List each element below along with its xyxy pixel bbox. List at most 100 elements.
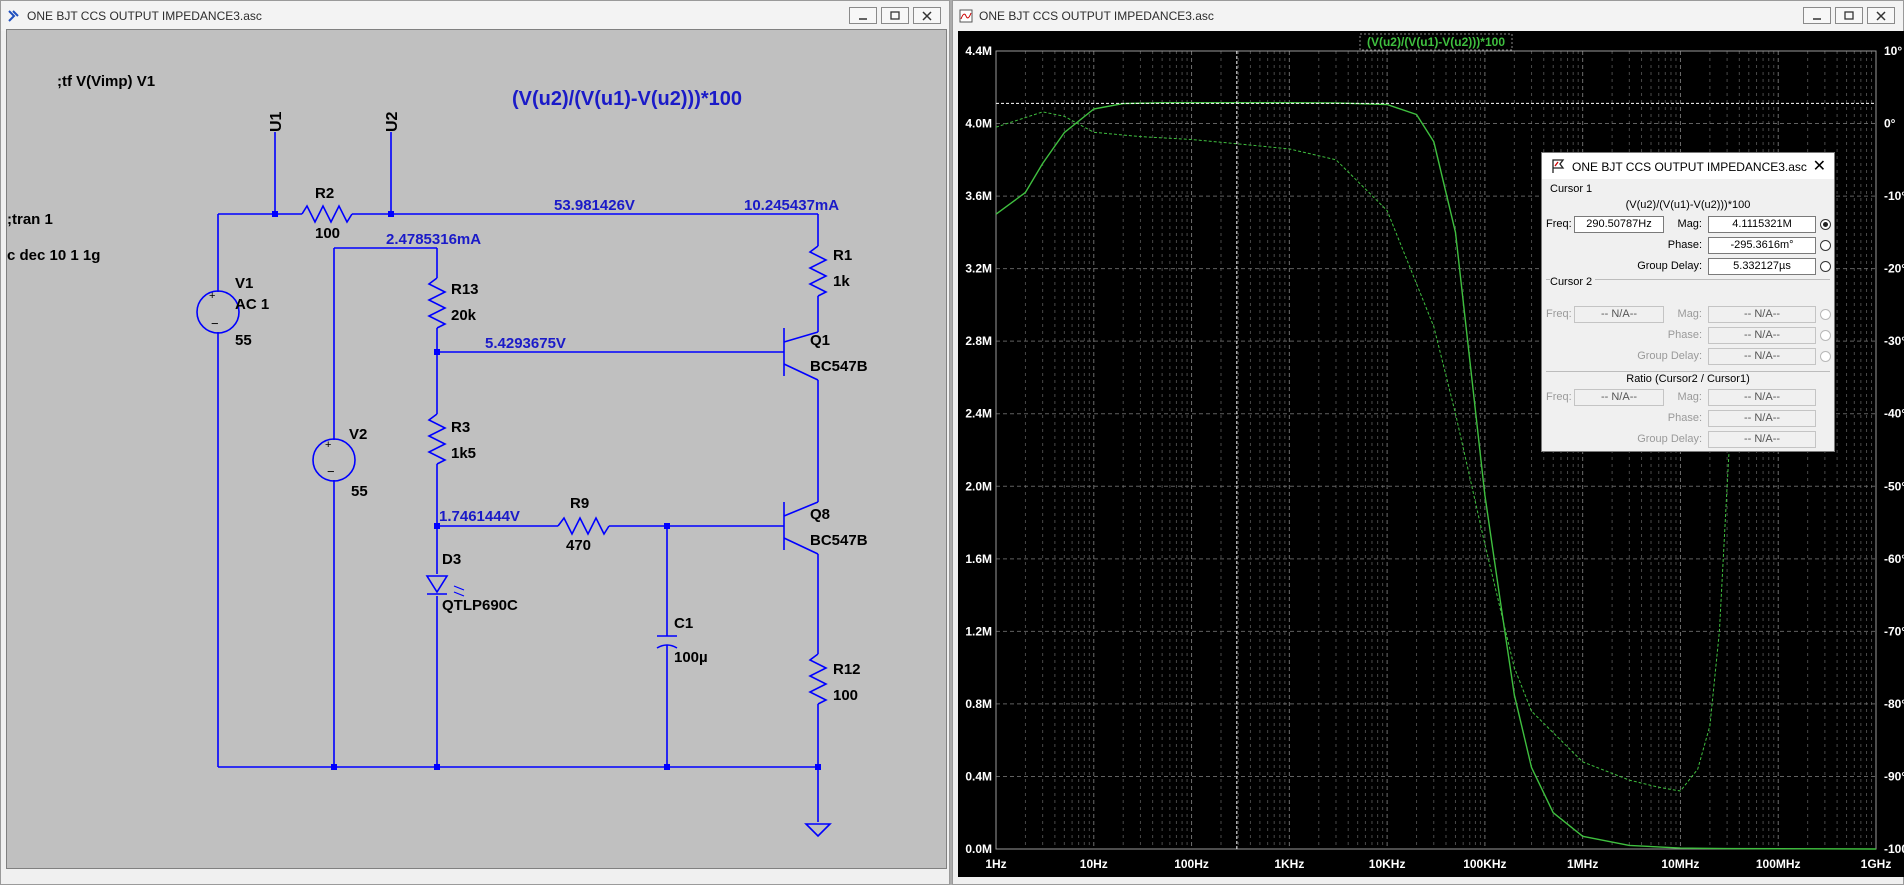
schematic-canvas[interactable]: + − + − ;tf V(Vimp) V1 ;tran 1 c dec 10 …	[6, 29, 947, 869]
r2-name[interactable]: R2	[315, 185, 334, 202]
y-tick-label: 4.0M	[965, 117, 992, 131]
phase-tick-label: -90°	[1884, 769, 1904, 783]
magnitude-trace	[995, 101, 1877, 850]
r12-name[interactable]: R12	[833, 661, 861, 678]
close-button[interactable]	[1867, 7, 1895, 24]
cursor1-mag-field[interactable]: 4.1115321M	[1708, 216, 1816, 233]
cursor1-gd-field[interactable]: 5.332127µs	[1708, 258, 1816, 275]
maximize-button[interactable]	[881, 7, 909, 24]
svg-text:+: +	[209, 290, 215, 302]
r2-value[interactable]: 100	[315, 225, 340, 242]
r9-name[interactable]: R9	[570, 495, 589, 512]
phase-tick-label: -10°	[1884, 189, 1904, 203]
trace-label-box	[1359, 33, 1513, 51]
y-tick-label: 3.6M	[965, 189, 992, 203]
q8-name[interactable]: Q8	[810, 506, 830, 523]
r12-value[interactable]: 100	[833, 687, 858, 704]
svg-text:−: −	[327, 464, 335, 479]
phase-trace	[995, 111, 1740, 792]
minimize-icon	[1813, 17, 1821, 20]
x-tick-label: 10MHz	[1661, 857, 1699, 871]
cursor2-freq-field[interactable]: -- N/A--	[1574, 306, 1664, 323]
tf-directive[interactable]: ;tf V(Vimp) V1	[57, 73, 155, 90]
schematic-titlebar[interactable]: ONE BJT CCS OUTPUT IMPEDANCE3.asc	[1, 1, 949, 31]
ratio-freq-field[interactable]: -- N/A--	[1574, 389, 1664, 406]
close-button[interactable]	[913, 7, 941, 24]
cursor2-gd-field[interactable]: -- N/A--	[1708, 348, 1816, 365]
waveform-title: ONE BJT CCS OUTPUT IMPEDANCE3.asc	[979, 9, 1214, 23]
cursor1-mag-label: Mag:	[1677, 218, 1702, 230]
v1-ac[interactable]: AC 1	[235, 296, 269, 313]
cursor2-phase-field[interactable]: -- N/A--	[1708, 327, 1816, 344]
x-tick-label: 10Hz	[1080, 857, 1108, 871]
schematic-title: ONE BJT CCS OUTPUT IMPEDANCE3.asc	[27, 9, 262, 23]
d3-name[interactable]: D3	[442, 551, 461, 568]
ratio-freq-label: Freq:	[1546, 391, 1572, 403]
ratio-label: Ratio (Cursor2 / Cursor1)	[1626, 373, 1750, 385]
probe-u2-label[interactable]: U2	[384, 111, 401, 132]
c1-value[interactable]: 100µ	[674, 649, 708, 666]
plot-cursor[interactable]	[996, 51, 1876, 849]
r1-name[interactable]: R1	[833, 247, 852, 264]
ltspice-app-icon	[8, 10, 19, 22]
y-tick-label: 0.8M	[965, 697, 992, 711]
minimize-button[interactable]	[1803, 7, 1831, 24]
r13-value[interactable]: 20k	[451, 307, 477, 324]
v2-value[interactable]: 55	[351, 483, 368, 500]
phase-tick-label: -50°	[1884, 479, 1904, 493]
cursor1-gd-radio[interactable]	[1820, 261, 1831, 272]
cursor1-phase-field[interactable]: -295.3616m°	[1708, 237, 1816, 254]
x-tick-label: 1GHz	[1861, 857, 1892, 871]
ratio-phase-field[interactable]: -- N/A--	[1708, 410, 1816, 427]
cursor2-gd-radio[interactable]	[1820, 351, 1831, 362]
close-icon[interactable]: ✕	[1812, 158, 1826, 175]
schematic-drawing: + − + − ;tf V(Vimp) V1 ;tran 1 c dec 10 …	[7, 73, 868, 838]
r3-value[interactable]: 1k5	[451, 445, 476, 462]
cursor1-phase-radio[interactable]	[1820, 240, 1831, 251]
q1-value[interactable]: BC547B	[810, 358, 868, 375]
x-tick-label: 1MHz	[1567, 857, 1598, 871]
x-tick-label: 1Hz	[985, 857, 1006, 871]
minimize-button[interactable]	[849, 7, 877, 24]
svg-text:−: −	[211, 316, 219, 331]
waveform-titlebar[interactable]: ONE BJT CCS OUTPUT IMPEDANCE3.asc	[953, 1, 1903, 31]
cursor1-freq-field[interactable]: 290.50787Hz	[1574, 216, 1664, 233]
cursor2-mag-radio[interactable]	[1820, 309, 1831, 320]
r3-name[interactable]: R3	[451, 419, 470, 436]
tran-directive[interactable]: ;tran 1	[7, 211, 53, 228]
ac-directive[interactable]: c dec 10 1 1g	[7, 247, 100, 264]
expression-text[interactable]: (V(u2)/(V(u1)-V(u2)))*100	[512, 88, 742, 110]
ratio-phase-label: Phase:	[1667, 412, 1702, 424]
probe-u1-label[interactable]: U1	[268, 111, 285, 132]
v2-name[interactable]: V2	[349, 426, 367, 443]
ratio-mag-field[interactable]: -- N/A--	[1708, 389, 1816, 406]
phase-tick-label: -100°	[1884, 842, 1904, 856]
v1-name[interactable]: V1	[235, 275, 253, 292]
r13-name[interactable]: R13	[451, 281, 479, 298]
r9-value[interactable]: 470	[566, 537, 591, 554]
x-tick-label: 100MHz	[1756, 857, 1801, 871]
schematic-window: ONE BJT CCS OUTPUT IMPEDANCE3.asc	[0, 0, 950, 885]
d3-value[interactable]: QTLP690C	[442, 597, 518, 614]
cursor1-gd-label: Group Delay:	[1637, 260, 1702, 272]
v1-value[interactable]: 55	[235, 332, 252, 349]
maximize-button[interactable]	[1835, 7, 1863, 24]
y-tick-label: 1.6M	[965, 552, 992, 566]
q8-value[interactable]: BC547B	[810, 532, 868, 549]
close-icon	[1876, 10, 1886, 21]
op-v-base-q1: 5.4293675V	[485, 335, 566, 352]
cursor2-mag-field[interactable]: -- N/A--	[1708, 306, 1816, 323]
cursor2-phase-radio[interactable]	[1820, 330, 1831, 341]
trace-label[interactable]: (V(u2)/(V(u1)-V(u2)))*100	[1367, 35, 1505, 49]
cursor1-phase-label: Phase:	[1667, 239, 1702, 251]
cursor2-gd-label: Group Delay:	[1637, 350, 1702, 362]
op-i-top: 10.245437mA	[744, 197, 839, 214]
ratio-gd-field[interactable]: -- N/A--	[1708, 431, 1816, 448]
r1-value[interactable]: 1k	[833, 273, 850, 290]
cursor1-expr: (V(u2)/(V(u1)-V(u2)))*100	[1625, 199, 1751, 211]
c1-name[interactable]: C1	[674, 615, 693, 632]
cursor1-mag-radio[interactable]	[1820, 219, 1831, 230]
q1-name[interactable]: Q1	[810, 332, 830, 349]
cursor-dialog-titlebar[interactable]: ONE BJT CCS OUTPUT IMPEDANCE3.asc ✕	[1542, 153, 1834, 179]
